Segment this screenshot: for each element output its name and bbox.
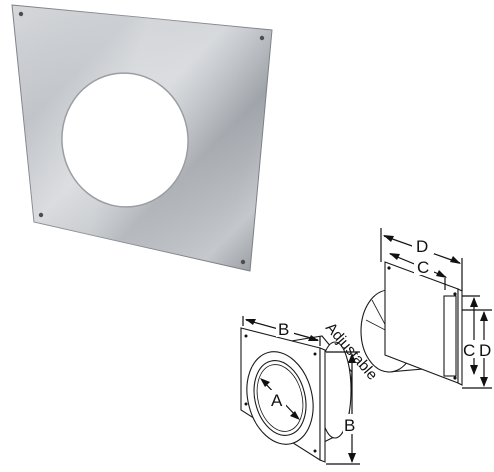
plate-hole xyxy=(244,402,248,406)
flange-hole xyxy=(453,376,457,380)
label-b-side: B xyxy=(344,416,355,435)
label-d-side: D xyxy=(479,341,491,360)
screw-hole xyxy=(38,212,44,218)
collar-lip xyxy=(256,364,304,432)
thimble-right: D C C D xyxy=(360,228,492,389)
screw-hole xyxy=(240,259,246,265)
plate-hole xyxy=(313,449,317,453)
label-c-top: C xyxy=(417,258,429,277)
flange-hole xyxy=(387,266,391,270)
screw-hole xyxy=(259,35,265,41)
wall-plate-photo xyxy=(11,4,273,272)
flange-hole xyxy=(453,292,457,296)
label-b-top: B xyxy=(278,320,289,339)
label-a: A xyxy=(271,391,283,410)
label-d-top: D xyxy=(416,237,428,256)
thimble-left: A B B Adjustable xyxy=(240,316,381,465)
screw-hole xyxy=(18,11,24,17)
thimble-flange-back xyxy=(457,288,463,386)
square-plate-edge xyxy=(319,347,326,463)
plate-hole xyxy=(244,334,248,338)
flange-edge xyxy=(443,295,457,377)
label-c-side: C xyxy=(463,341,475,360)
plate-sheen xyxy=(12,5,272,271)
plate-hole-edge xyxy=(61,72,189,208)
plate-hole xyxy=(313,352,317,356)
